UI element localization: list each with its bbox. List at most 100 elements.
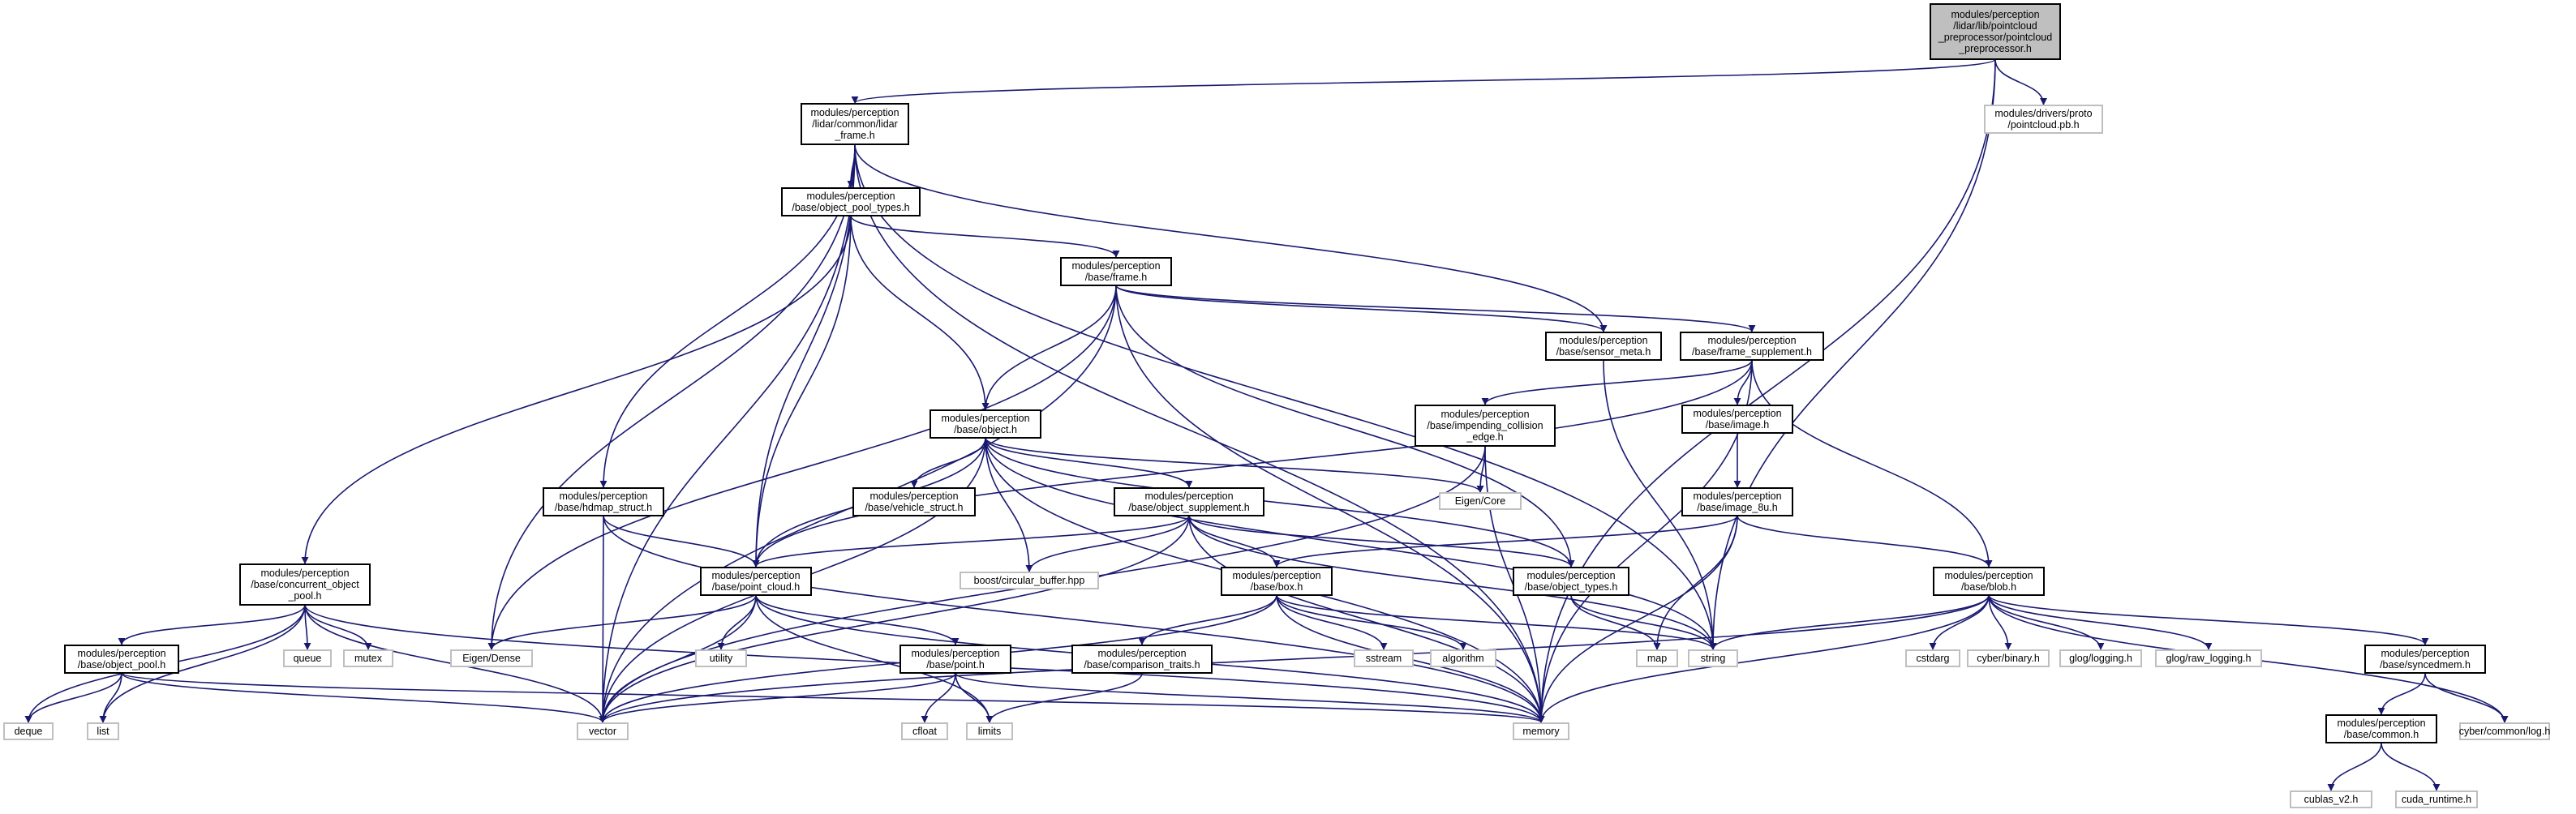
node-list-label-line-0: list xyxy=(97,726,109,737)
node-vehicle_struct-label-line-0: modules/perception xyxy=(869,491,958,502)
node-object_types-box xyxy=(1513,567,1629,596)
node-syncedmem-box xyxy=(2364,645,2486,674)
node-point-label-line-1: /base/point.h xyxy=(926,659,985,670)
node-common[interactable]: modules/perception/base/common.h xyxy=(2325,714,2437,743)
node-frame_supplement-label-line-0: modules/perception xyxy=(1707,335,1796,346)
node-object_pool_types[interactable]: modules/perception/base/object_pool_type… xyxy=(781,187,921,216)
edge-point_cloud-to-vector xyxy=(599,594,757,723)
edge-lidar_frame-to-eigen_dense xyxy=(487,144,856,650)
edge-hdmap_struct-to-memory xyxy=(603,515,1545,723)
node-frame-label-line-0: modules/perception xyxy=(1071,260,1160,272)
node-glog_raw-box xyxy=(2155,649,2262,667)
node-object_supplement[interactable]: modules/perception/base/object_supplemen… xyxy=(1114,487,1264,516)
edge-object_supplement-to-point_cloud xyxy=(752,515,1190,568)
node-object_types[interactable]: modules/perception/base/object_types.h xyxy=(1513,567,1629,596)
node-image-label-line-0: modules/perception xyxy=(1693,408,1781,419)
node-cublas-box xyxy=(2290,790,2372,808)
node-frame_supplement[interactable]: modules/perception/base/frame_supplement… xyxy=(1680,332,1824,361)
node-image[interactable]: modules/perception/base/image.h xyxy=(1681,405,1793,434)
node-lidar_frame[interactable]: modules/perception/lidar/common/lidar_fr… xyxy=(801,103,909,145)
edge-lidar_frame-to-string xyxy=(854,144,1717,650)
node-pointcloud_pb-label-line-1: /pointcloud.pb.h xyxy=(2007,119,2079,131)
node-image_8u-label-line-0: modules/perception xyxy=(1693,491,1781,502)
node-point[interactable]: modules/perception/base/point.h xyxy=(899,645,1011,674)
node-glog_logging: glog/logging.h xyxy=(2059,649,2142,667)
edge-object-to-vehicle_struct xyxy=(910,437,986,488)
edge-object-to-string xyxy=(985,437,1717,650)
node-vehicle_struct[interactable]: modules/perception/base/vehicle_struct.h xyxy=(852,487,976,516)
node-string-label-line-0: string xyxy=(1701,653,1726,664)
edge-box-to-string xyxy=(1276,594,1717,650)
node-algorithm-box xyxy=(1430,649,1496,667)
edge-box-to-comparison xyxy=(1138,594,1277,645)
node-comparison[interactable]: modules/perception/base/comparison_trait… xyxy=(1071,645,1213,674)
node-lidar_frame-box xyxy=(801,103,909,145)
edge-frame-to-frame_supplement xyxy=(1115,285,1756,332)
node-limits-label-line-0: limits xyxy=(978,726,1001,737)
node-glog_logging-box xyxy=(2059,649,2142,667)
node-lidar_frame-label-line-1: /lidar/common/lidar xyxy=(812,118,898,130)
edge-object_pool_types-to-object xyxy=(850,215,990,410)
node-eigen_core-box xyxy=(1439,492,1522,510)
edge-object_pool-to-memory xyxy=(121,672,1545,723)
edge-object_supplement-to-memory xyxy=(1188,515,1545,723)
edge-object_pool_types-to-frame xyxy=(850,215,1120,258)
node-cfloat-box xyxy=(901,722,948,740)
edge-object_supplement-to-box xyxy=(1188,515,1281,568)
edge-image_8u-to-box xyxy=(1273,515,1738,568)
node-blob-box xyxy=(1933,567,2045,596)
node-impending[interactable]: modules/perception/base/impending_collis… xyxy=(1415,405,1556,447)
edge-lidar_frame-to-point_cloud xyxy=(752,144,856,568)
node-boost_cb: boost/circular_buffer.hpp xyxy=(960,572,1099,589)
edge-object_supplement-to-string xyxy=(1188,515,1717,650)
node-image-label-line-1: /base/image.h xyxy=(1706,419,1770,431)
node-cyber_binary-label-line-0: cyber/binary.h xyxy=(1977,653,2040,664)
node-cublas: cublas_v2.h xyxy=(2290,790,2372,808)
node-object_pool[interactable]: modules/perception/base/object_pool.h xyxy=(64,645,179,674)
node-blob[interactable]: modules/perception/base/blob.h xyxy=(1933,567,2045,596)
edge-root-to-string xyxy=(1709,58,1996,650)
edge-object-to-boost_cb xyxy=(985,437,1033,572)
node-hdmap_struct-label-line-0: modules/perception xyxy=(559,491,647,502)
node-root[interactable]: modules/perception/lidar/lib/pointcloud_… xyxy=(1930,3,2061,60)
node-sensor_meta-label-line-0: modules/perception xyxy=(1559,335,1647,346)
node-common-label-line-0: modules/perception xyxy=(2337,718,2425,729)
node-point_cloud[interactable]: modules/perception/base/point_cloud.h xyxy=(700,567,812,596)
node-map: map xyxy=(1636,649,1678,667)
edge-blob-to-memory xyxy=(1537,594,1990,723)
node-frame-label-line-1: /base/frame.h xyxy=(1085,272,1147,283)
node-concurrent_pool[interactable]: modules/perception/base/concurrent_objec… xyxy=(239,563,371,606)
edge-blob-to-syncedmem xyxy=(1988,594,2429,645)
node-object_types-label-line-0: modules/perception xyxy=(1526,570,1615,581)
edge-object_types-to-string xyxy=(1570,594,1717,650)
node-box[interactable]: modules/perception/base/box.h xyxy=(1221,567,1333,596)
edge-sensor_meta-to-string xyxy=(1603,359,1717,650)
edge-hdmap_struct-to-point_cloud xyxy=(603,515,760,568)
node-impending-label-line-1: /base/impending_collision xyxy=(1427,420,1543,431)
node-object-label-line-1: /base/object.h xyxy=(954,424,1017,435)
node-frame_supplement-box xyxy=(1680,332,1824,361)
node-object[interactable]: modules/perception/base/object.h xyxy=(930,409,1041,439)
edge-point_cloud-to-point xyxy=(755,594,960,645)
node-cstdarg-box xyxy=(1905,649,1960,667)
edge-point_cloud-to-limits xyxy=(755,594,994,723)
node-syncedmem[interactable]: modules/perception/base/syncedmem.h xyxy=(2364,645,2486,674)
node-concurrent_pool-label-line-2: _pool.h xyxy=(287,590,321,602)
node-hdmap_struct[interactable]: modules/perception/base/hdmap_struct.h xyxy=(543,487,664,516)
edge-point-to-cfloat xyxy=(921,672,956,723)
node-vehicle_struct-label-line-1: /base/vehicle_struct.h xyxy=(865,502,964,513)
node-boost_cb-box xyxy=(960,572,1099,589)
node-mutex-label-line-0: mutex xyxy=(354,653,383,664)
node-image-box xyxy=(1681,405,1793,434)
node-sensor_meta[interactable]: modules/perception/base/sensor_meta.h xyxy=(1545,332,1662,361)
node-image_8u[interactable]: modules/perception/base/image_8u.h xyxy=(1681,487,1793,516)
node-box-box xyxy=(1221,567,1333,596)
node-frame[interactable]: modules/perception/base/frame.h xyxy=(1060,257,1172,286)
node-list-box xyxy=(87,722,119,740)
node-point_cloud-label-line-1: /base/point_cloud.h xyxy=(712,581,800,593)
node-memory: memory xyxy=(1513,722,1569,740)
node-mutex: mutex xyxy=(343,649,393,667)
node-object_pool_types-label-line-1: /base/object_pool_types.h xyxy=(792,202,909,213)
node-vector: vector xyxy=(577,722,629,740)
